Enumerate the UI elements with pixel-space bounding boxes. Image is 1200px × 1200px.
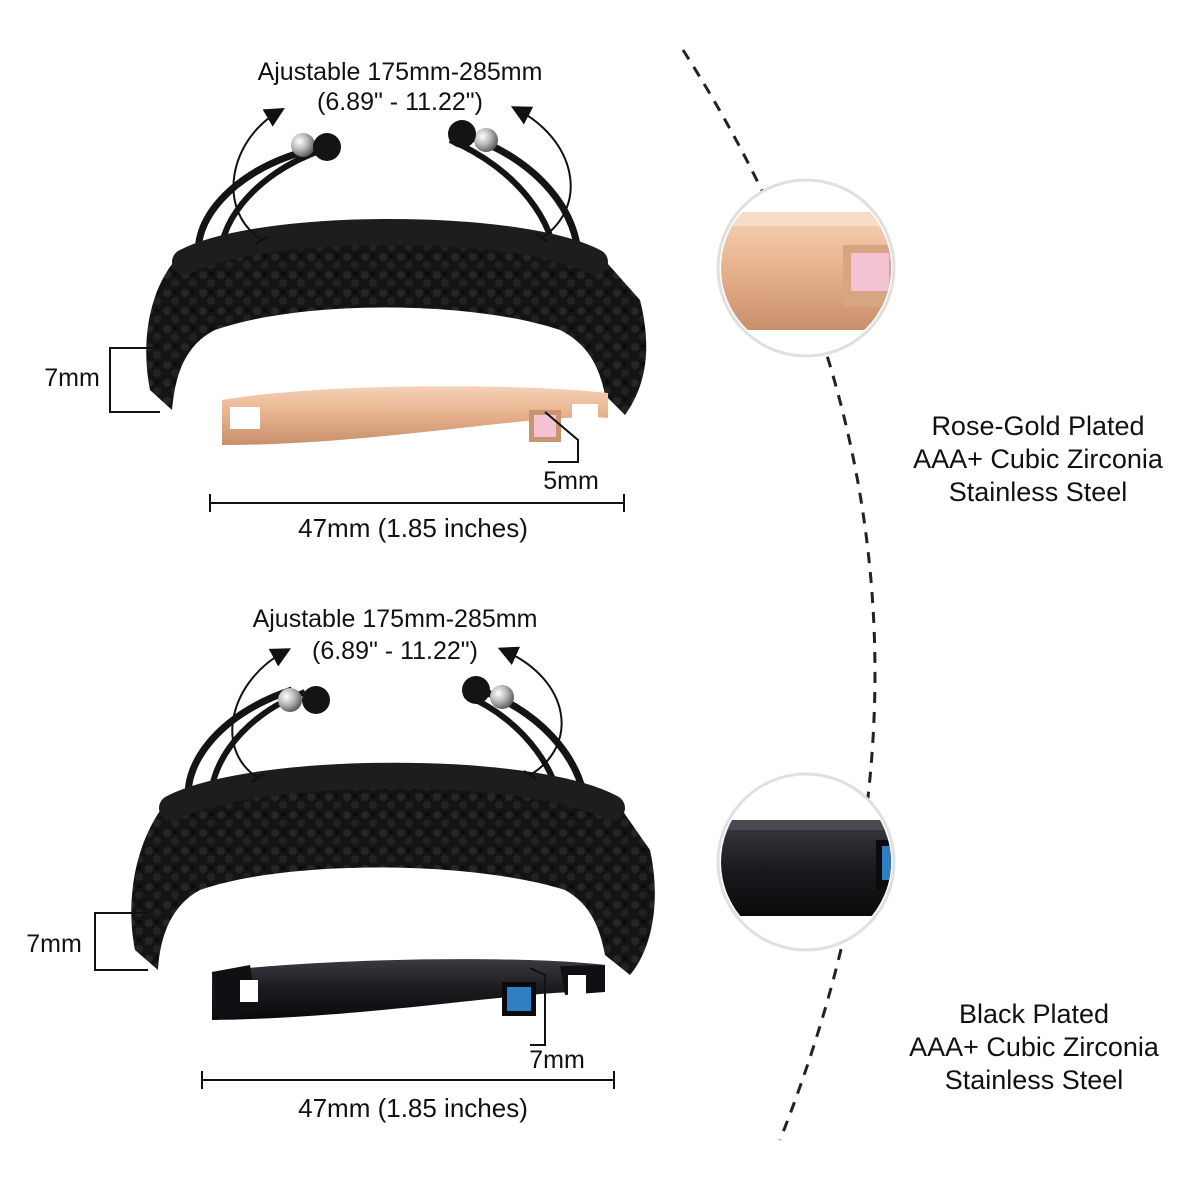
pink-stone (534, 415, 556, 437)
height-bracket (109, 347, 160, 413)
bracelet-rose-gold (146, 120, 647, 445)
arrow-tick-left (255, 235, 269, 245)
annotations-black: Ajustable 175mm-285mm (6.89" - 11.22") 7… (26, 605, 615, 1123)
stone-size-label: 5mm (543, 467, 599, 495)
braided-band-top (172, 219, 608, 275)
detail-circle-rose (716, 178, 942, 358)
plate-slot-left (240, 980, 258, 1002)
spec-rose-steel: Stainless Steel (949, 477, 1128, 507)
braided-band (146, 232, 647, 415)
plate-slot-left (230, 407, 260, 429)
knot-right (448, 120, 476, 148)
adjust-arrow-left (231, 648, 292, 779)
adjust-arrow-left (232, 107, 285, 241)
braided-band-top (159, 762, 625, 821)
detail-pink-stone (851, 253, 889, 291)
height-label: 7mm (26, 930, 82, 958)
arrow-tick-right (523, 770, 537, 780)
dashed-divider (681, 49, 877, 1141)
bead-right (474, 128, 498, 152)
spec-rose-zirconia: AAA+ Cubic Zirconia (913, 444, 1164, 474)
blue-stone (507, 987, 531, 1011)
detail-slot (930, 838, 970, 882)
adjust-range-inches: (6.89" - 11.22") (312, 637, 478, 665)
adjust-arrow-right (497, 646, 563, 776)
bead-left (278, 688, 302, 712)
knot-left (313, 133, 341, 161)
height-bracket (94, 912, 148, 971)
detail-black-plate (721, 820, 891, 916)
plate-end-left (212, 965, 258, 1020)
stone-bracket (544, 411, 579, 463)
plate-slot-right (568, 975, 586, 995)
detail-rose-edge (721, 212, 891, 226)
arrow-tick-left (251, 773, 265, 783)
braided-band (131, 777, 655, 975)
spec-black-steel: Stainless Steel (945, 1065, 1124, 1095)
black-plate (212, 959, 605, 1020)
length-label: 47mm (1.85 inches) (298, 1093, 528, 1123)
plate-slot-right (572, 404, 598, 422)
knot-right (462, 676, 490, 704)
detail-circle-black (716, 772, 970, 952)
height-label: 7mm (44, 364, 100, 392)
adjust-range-label: Ajustable 175mm-285mm (253, 605, 538, 633)
detail-black-edge (721, 820, 891, 830)
spec-black: Black Plated AAA+ Cubic Zirconia Stainle… (909, 999, 1160, 1095)
rose-gold-plate (222, 386, 608, 445)
adjust-range-label: Ajustable 175mm-285mm (258, 58, 543, 86)
bracelet-black (131, 676, 655, 1020)
spec-black-plating: Black Plated (959, 999, 1109, 1029)
arrow-tick-right (535, 233, 549, 243)
detail-blue-stone (882, 846, 891, 880)
adjust-range-inches: (6.89" - 11.22") (317, 88, 483, 116)
spec-black-zirconia: AAA+ Cubic Zirconia (909, 1032, 1160, 1062)
bead-left (291, 133, 315, 157)
stone-size-label: 7mm (529, 1046, 585, 1074)
annotations-rose: Ajustable 175mm-285mm (6.89" - 11.22") 7… (44, 58, 625, 543)
spec-rose: Rose-Gold Plated AAA+ Cubic Zirconia Sta… (913, 411, 1164, 507)
knot-left (302, 686, 330, 714)
spec-rose-plating: Rose-Gold Plated (931, 411, 1144, 441)
detail-slot (902, 252, 942, 298)
bead-right (490, 685, 514, 709)
detail-rose-plate (721, 212, 891, 330)
adjust-arrow-right (510, 106, 572, 239)
length-label: 47mm (1.85 inches) (298, 513, 528, 543)
stone-bracket (529, 967, 546, 1046)
